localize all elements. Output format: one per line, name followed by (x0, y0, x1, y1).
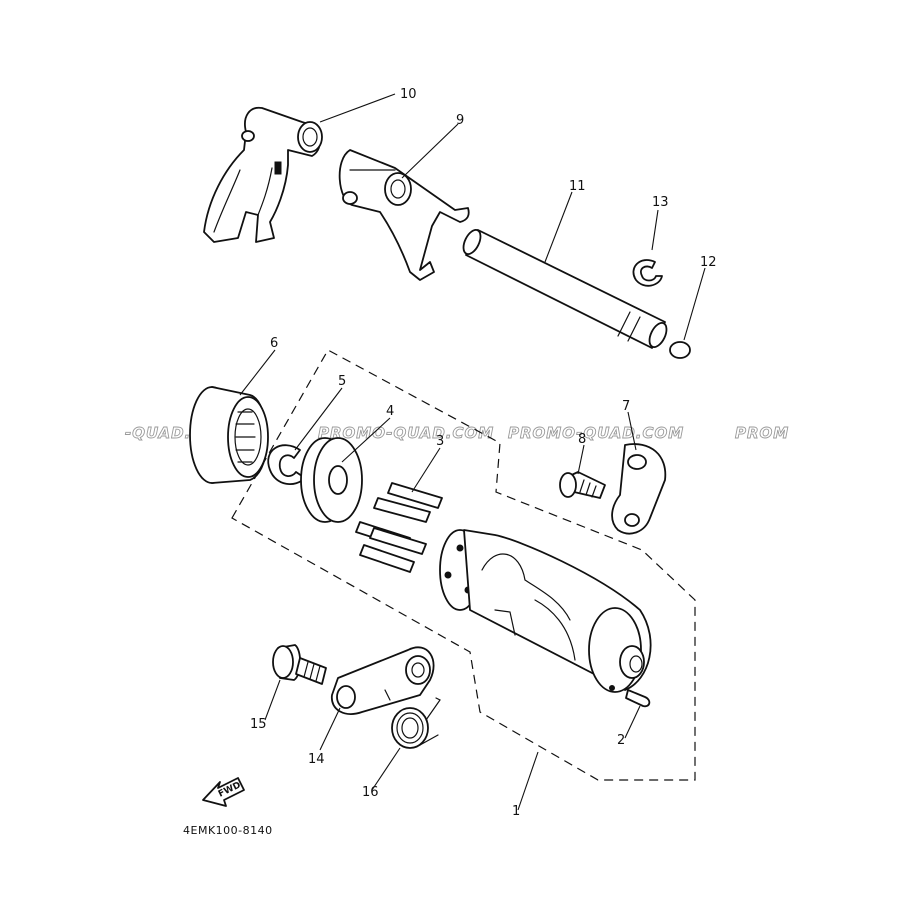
callout-16: 16 (362, 785, 379, 800)
callout-5: 5 (338, 374, 346, 389)
callout-14: 14 (308, 752, 325, 767)
guide-bar-11 (462, 229, 668, 349)
callout-8: 8 (578, 432, 586, 447)
bolt-15 (272, 644, 327, 685)
watermark-layer: -QUAD.COM PROMO-QUAD.COM PROMO-QUAD.COM … (125, 424, 789, 443)
spring-16 (391, 697, 441, 749)
shift-fork-9 (338, 149, 470, 281)
watermark-text: PROM (735, 424, 789, 442)
callout-9: 9 (456, 113, 464, 128)
assembly-outline (231, 349, 696, 781)
callout-6: 6 (270, 336, 278, 351)
leader-lines (239, 93, 706, 811)
washer-4 (300, 437, 363, 523)
callout-4: 4 (386, 404, 394, 419)
callout-7: 7 (622, 399, 630, 414)
callout-10: 10 (400, 87, 417, 102)
watermark-text: PROMO-QUAD.COM (508, 424, 684, 442)
plate-7 (611, 443, 667, 535)
callout-2: 2 (617, 733, 625, 748)
callout-13: 13 (652, 195, 669, 210)
callout-12: 12 (700, 255, 717, 270)
shift-drum-1 (439, 529, 652, 693)
circlip-13 (632, 259, 663, 287)
bolt-8 (559, 471, 606, 499)
bearing-6 (189, 386, 269, 484)
callout-1: 1 (512, 804, 520, 819)
callout-15: 15 (250, 717, 267, 732)
watermark-text: PROMO-QUAD.COM (318, 424, 494, 442)
ring-12 (669, 341, 691, 359)
drawing-code: 4EMK100-8140 (183, 824, 273, 837)
lever-14 (331, 646, 435, 715)
screw-2 (625, 689, 651, 708)
callout-labels: 10 9 11 13 12 6 5 4 3 8 7 15 14 16 2 1 (250, 87, 717, 819)
shift-fork-10 (203, 106, 323, 243)
pins-3 (355, 482, 443, 573)
callout-3: 3 (436, 434, 444, 449)
circlip-5 (267, 444, 306, 485)
callout-11: 11 (569, 179, 586, 194)
fwd-arrow-icon: FWD (202, 777, 245, 807)
